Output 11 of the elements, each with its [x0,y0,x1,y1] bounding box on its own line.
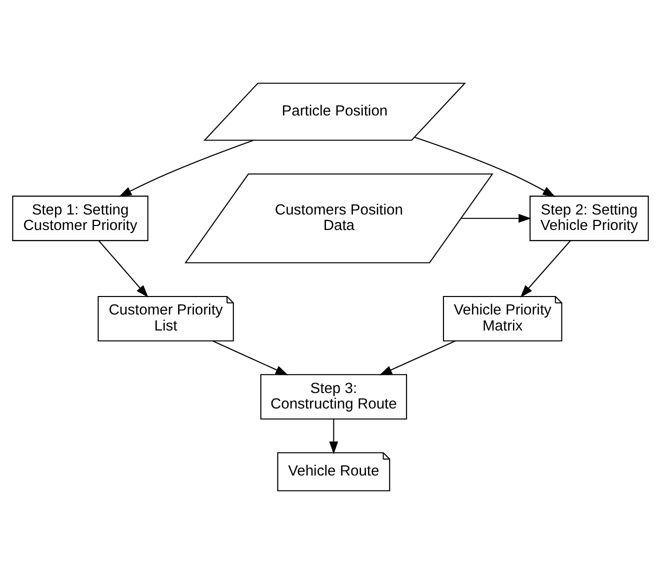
node-box: Step 1: Setting Customer Priority [12,195,148,241]
arrow [461,213,532,222]
arrow [98,240,148,298]
arrow [520,240,571,298]
node-box: Step 2: Setting Vehicle Priority [530,195,649,241]
arrow [379,340,456,375]
arrow [329,418,338,454]
arrow [414,136,556,196]
node-box: Step 3: Constructing Route [260,374,408,419]
arrow [118,139,254,196]
arrow [212,340,288,375]
